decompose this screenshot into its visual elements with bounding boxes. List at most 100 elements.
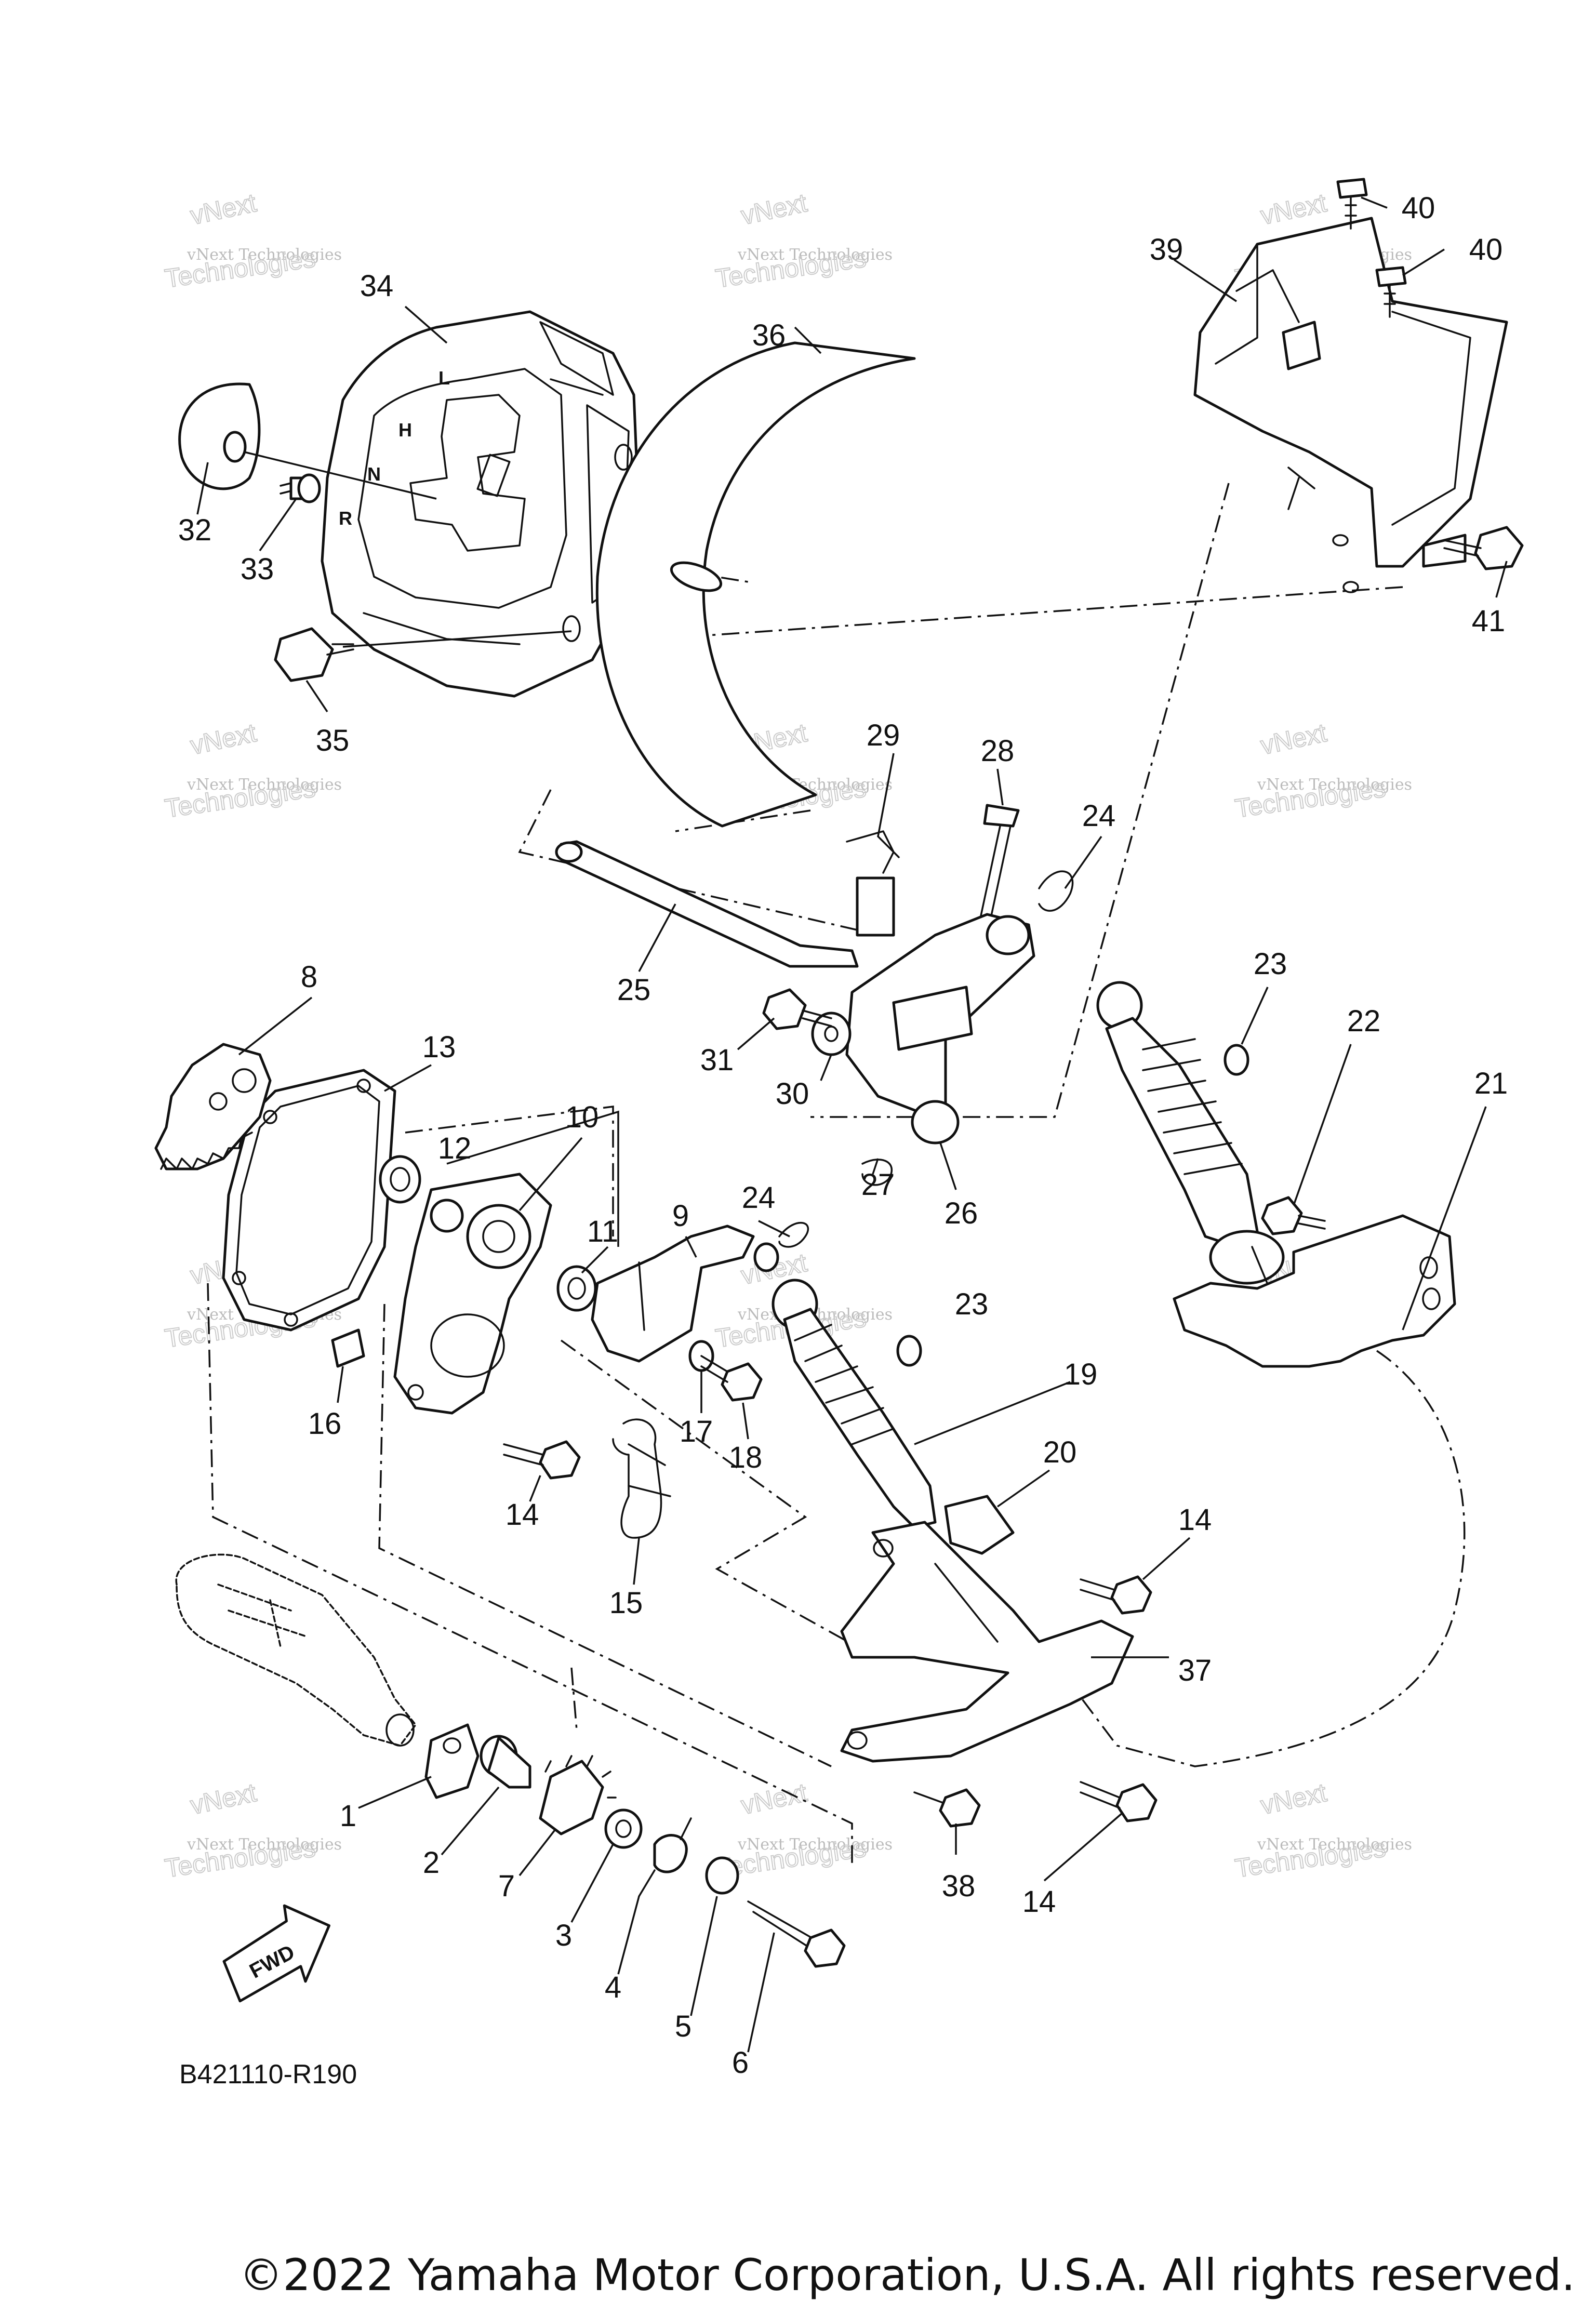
callout-9: 9 bbox=[672, 1199, 689, 1233]
callout-33: 33 bbox=[241, 552, 274, 586]
watermark: vNext vNext Technologies Technologies bbox=[163, 717, 342, 823]
callout-24a: 24 bbox=[1082, 799, 1116, 833]
bracket-39 bbox=[1193, 217, 1508, 593]
callouts: 1 2 3 4 5 6 7 8 9 10 11 12 13 14 14 14 1… bbox=[178, 191, 1508, 2080]
shift-lever-9 bbox=[591, 1225, 755, 1363]
diagram-code: B421110-R190 bbox=[179, 2059, 357, 2090]
washer-23-upper bbox=[1223, 1044, 1249, 1076]
callout-35: 35 bbox=[316, 724, 350, 757]
watermark: vNext vNext Technologies Technologies bbox=[713, 1777, 893, 1883]
gasket-13 bbox=[222, 1069, 396, 1332]
clip-24-upper bbox=[1038, 870, 1074, 912]
callout-14c: 14 bbox=[1022, 1885, 1056, 1919]
svg-text:vNext: vNext bbox=[738, 188, 809, 230]
stopper-1 bbox=[424, 1723, 480, 1799]
callout-20: 20 bbox=[1043, 1435, 1077, 1469]
callout-11: 11 bbox=[587, 1215, 618, 1248]
svg-text:vNext Technologies: vNext Technologies bbox=[1257, 776, 1412, 794]
callout-37: 37 bbox=[1178, 1654, 1212, 1687]
callout-16: 16 bbox=[308, 1407, 342, 1441]
svg-text:vNext: vNext bbox=[1258, 1778, 1329, 1820]
watermark: vNext vNext Technologies Technologies bbox=[1233, 717, 1412, 823]
callout-39: 39 bbox=[1150, 233, 1183, 267]
washer-3 bbox=[604, 1808, 643, 1849]
callout-12: 12 bbox=[438, 1132, 472, 1165]
shift-drum bbox=[175, 1553, 417, 1747]
screw-33 bbox=[280, 473, 321, 503]
bolt-14-right bbox=[1080, 1575, 1152, 1615]
svg-text:vNext Technologies: vNext Technologies bbox=[187, 246, 342, 264]
svg-text:vNext Technologies: vNext Technologies bbox=[187, 776, 342, 794]
callout-14a: 14 bbox=[506, 1498, 539, 1532]
curved-panel-36 bbox=[595, 341, 916, 828]
callout-4: 4 bbox=[605, 1971, 621, 2004]
bolt-35 bbox=[274, 627, 572, 682]
segment-7 bbox=[539, 1755, 617, 1835]
callout-18: 18 bbox=[729, 1441, 763, 1474]
seal-12 bbox=[379, 1155, 421, 1204]
bolt-14-lower bbox=[1080, 1781, 1158, 1822]
callout-32: 32 bbox=[178, 513, 212, 547]
callout-10: 10 bbox=[565, 1100, 599, 1134]
clip-20 bbox=[944, 1495, 1015, 1555]
spring-clip-15 bbox=[612, 1418, 671, 1539]
svg-text:vNext Technologies: vNext Technologies bbox=[737, 1835, 893, 1854]
callout-13: 13 bbox=[422, 1030, 456, 1064]
bolt-18 bbox=[700, 1355, 763, 1402]
callout-34: 34 bbox=[360, 269, 394, 303]
svg-text:vNext: vNext bbox=[1258, 188, 1329, 230]
callout-29: 29 bbox=[867, 719, 900, 752]
callout-15: 15 bbox=[609, 1586, 643, 1620]
callout-21: 21 bbox=[1474, 1067, 1508, 1100]
svg-text:vNext Technologies: vNext Technologies bbox=[737, 246, 893, 264]
housing-cover-10 bbox=[393, 1173, 552, 1415]
gear-label-l: L bbox=[438, 367, 450, 389]
callout-1: 1 bbox=[340, 1799, 356, 1833]
svg-text:vNext: vNext bbox=[188, 188, 259, 230]
callout-27: 27 bbox=[861, 1168, 895, 1202]
bolt-31 bbox=[762, 988, 832, 1030]
callout-5: 5 bbox=[675, 2010, 691, 2043]
shift-rod-25 bbox=[555, 840, 859, 968]
callout-40b: 40 bbox=[1469, 233, 1503, 267]
bolt-6 bbox=[747, 1900, 846, 1968]
washer-23-lower bbox=[896, 1335, 922, 1367]
bracket-21 bbox=[1173, 1214, 1456, 1368]
assembly-lines bbox=[207, 483, 1466, 1865]
clip-24-lower bbox=[753, 1222, 809, 1272]
gear-label-r: R bbox=[339, 508, 352, 529]
callout-26: 26 bbox=[945, 1196, 978, 1230]
callout-28: 28 bbox=[981, 734, 1015, 768]
bolt-40-top bbox=[1336, 178, 1368, 230]
svg-text:vNext Technologies: vNext Technologies bbox=[1257, 1835, 1412, 1854]
callout-17: 17 bbox=[680, 1415, 713, 1448]
shift-arm-26 bbox=[845, 913, 1035, 1145]
collar-2 bbox=[480, 1735, 531, 1789]
shift-gate-cover: L H N R bbox=[321, 310, 641, 698]
svg-text:vNext: vNext bbox=[738, 1778, 809, 1820]
callout-23a: 23 bbox=[1254, 947, 1287, 981]
gear-label-n: N bbox=[367, 463, 381, 485]
watermark: vNext vNext Technologies Technologies bbox=[163, 188, 342, 294]
bolt-38 bbox=[913, 1788, 981, 1828]
bolt-14-left bbox=[503, 1440, 581, 1480]
gear-label-h: H bbox=[398, 419, 412, 441]
svg-text:vNext Technologies: vNext Technologies bbox=[187, 1835, 342, 1854]
spring-4 bbox=[638, 1817, 692, 1897]
fwd-arrow-icon: FWD bbox=[222, 1904, 330, 2003]
callout-30: 30 bbox=[776, 1077, 809, 1111]
washer-30 bbox=[811, 1012, 852, 1056]
segment-gear-8 bbox=[154, 1043, 272, 1170]
leader-lines bbox=[196, 196, 1508, 2053]
callout-31: 31 bbox=[700, 1043, 734, 1077]
bolt-41 bbox=[1443, 526, 1524, 570]
link-rod-lower bbox=[772, 1279, 937, 1529]
callout-6: 6 bbox=[732, 2046, 749, 2080]
callout-22: 22 bbox=[1347, 1004, 1381, 1038]
callout-8: 8 bbox=[301, 960, 317, 994]
callout-38: 38 bbox=[942, 1869, 976, 1903]
copyright-notice: ©2022 Yamaha Motor Corporation, U.S.A. A… bbox=[239, 2250, 1575, 2300]
svg-text:vNext: vNext bbox=[188, 718, 259, 760]
callout-19: 19 bbox=[1064, 1358, 1098, 1391]
